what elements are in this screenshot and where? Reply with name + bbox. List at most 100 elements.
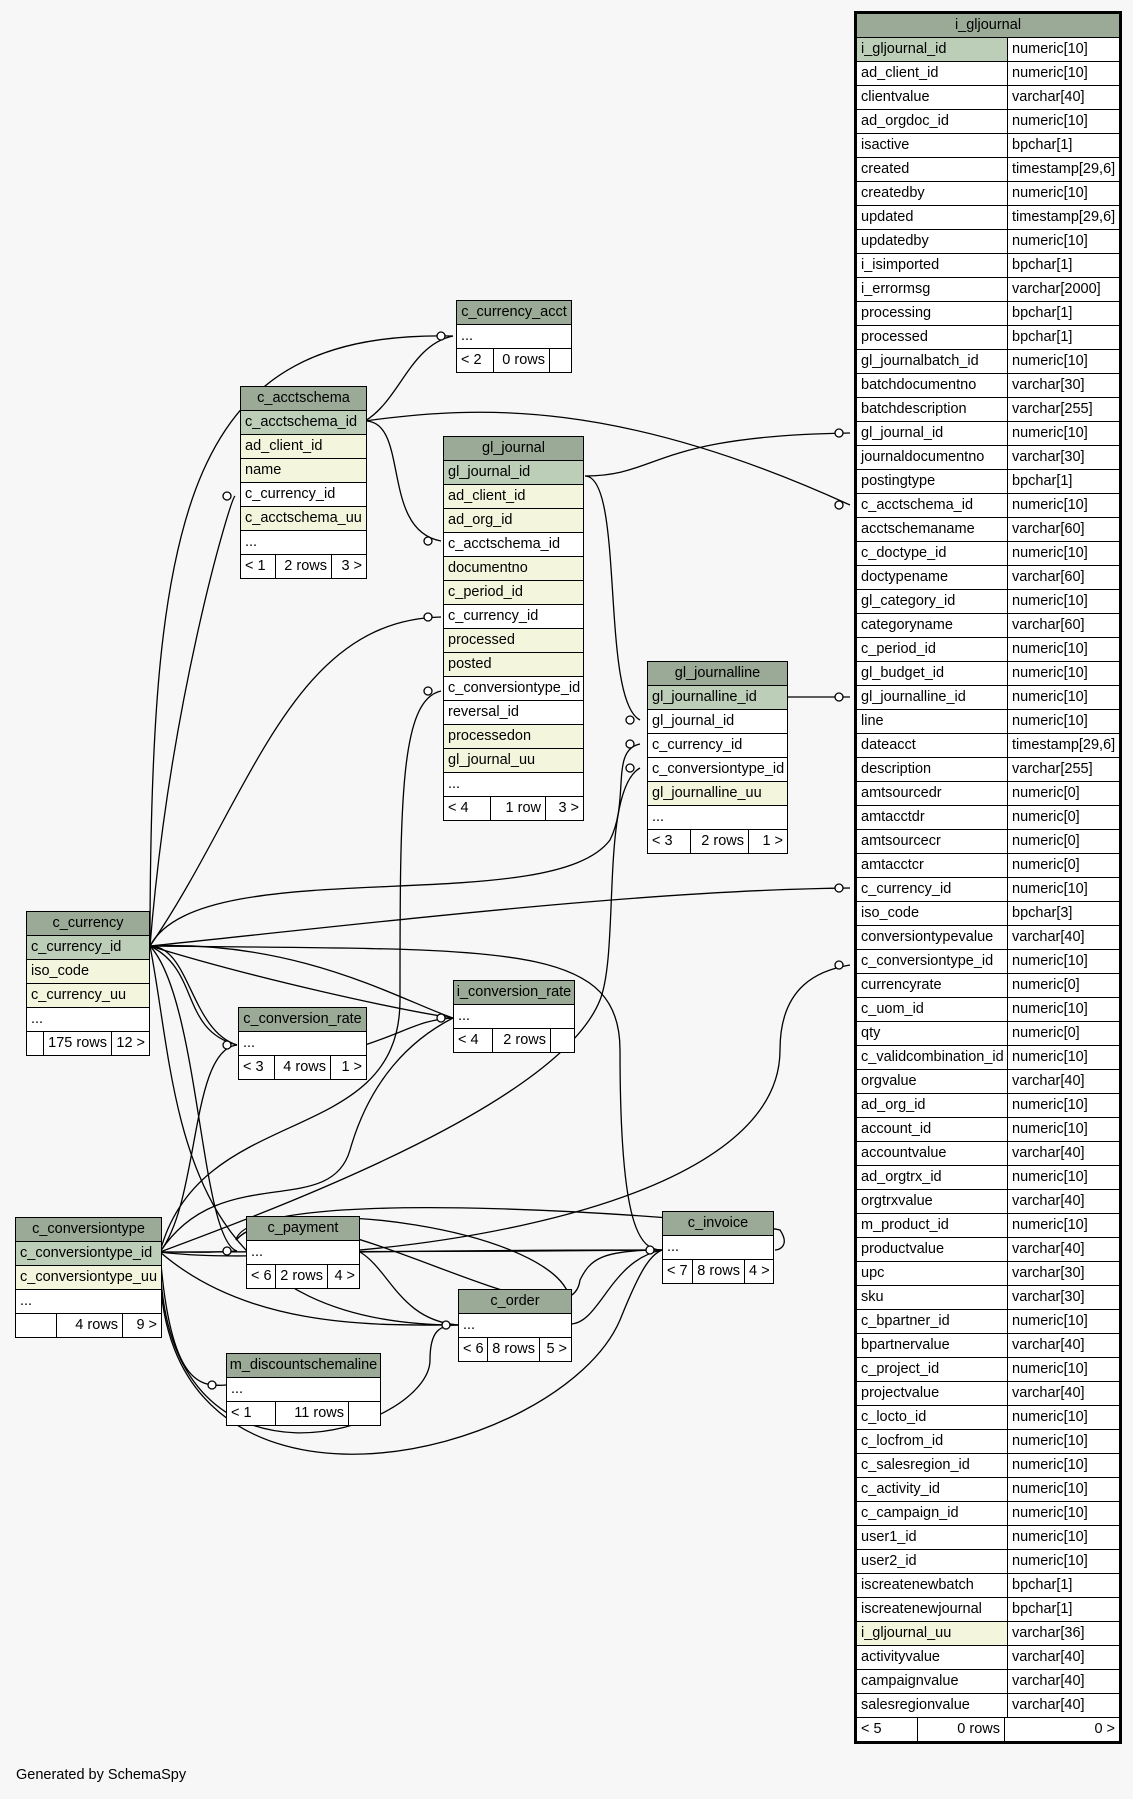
row-count[interactable]: 2 rows: [492, 1029, 550, 1052]
child-count[interactable]: 4 >: [327, 1265, 359, 1288]
table-title: gl_journal: [444, 437, 583, 461]
table-column-row: ...: [457, 325, 571, 349]
parent-count[interactable]: < 4: [448, 800, 469, 816]
column-type: timestamp[29,6]: [1007, 158, 1119, 181]
column-name: projectvalue: [861, 1385, 940, 1401]
parent-count[interactable]: < 3: [243, 1059, 264, 1075]
child-count[interactable]: [550, 1029, 574, 1052]
column-name: journaldocumentno: [861, 449, 985, 465]
relationship-line: [364, 420, 442, 542]
column-type: numeric[10]: [1007, 1478, 1119, 1501]
child-count[interactable]: 0 >: [1004, 1718, 1119, 1741]
child-count[interactable]: 5 >: [539, 1338, 571, 1361]
column-type: numeric[10]: [1007, 1094, 1119, 1117]
relation-optional-marker: [207, 1380, 217, 1390]
table-column-row: ...: [241, 531, 366, 555]
row-count[interactable]: 4 rows: [56, 1314, 122, 1337]
child-count[interactable]: 3 >: [545, 797, 583, 820]
table-title: c_acctschema: [241, 387, 366, 411]
column-name: c_validcombination_id: [861, 1049, 1004, 1065]
row-count[interactable]: 0 rows: [917, 1718, 1004, 1741]
parent-count[interactable]: < 4: [458, 1032, 479, 1048]
child-count[interactable]: 12 >: [111, 1032, 149, 1055]
table-title: c_currency_acct: [457, 301, 571, 325]
child-count[interactable]: 4 >: [744, 1260, 773, 1283]
child-count[interactable]: 3 >: [331, 555, 366, 578]
table-column-row: c_currency_uu: [27, 984, 149, 1008]
column-name: orgvalue: [861, 1073, 917, 1089]
table-column-row: reversal_id: [444, 701, 583, 725]
column-type: bpchar[3]: [1007, 902, 1119, 925]
column-type: numeric[0]: [1007, 1022, 1119, 1045]
column-name: updatedby: [861, 233, 929, 249]
parent-count[interactable]: < 6: [463, 1341, 484, 1357]
column-type: numeric[10]: [1007, 1046, 1119, 1069]
relationship-line: [149, 887, 851, 947]
column-type: numeric[10]: [1007, 1214, 1119, 1237]
row-count[interactable]: 2 rows: [275, 555, 331, 578]
parent-count[interactable]: < 7: [667, 1263, 688, 1279]
row-count[interactable]: 2 rows: [275, 1265, 327, 1288]
column-name: c_period_id: [448, 584, 523, 600]
row-count[interactable]: 11 rows: [275, 1402, 348, 1425]
relationship-line: [149, 945, 238, 1046]
row-count[interactable]: 0 rows: [493, 349, 549, 372]
column-name: ad_orgdoc_id: [861, 113, 949, 129]
table-title: i_conversion_rate: [454, 981, 574, 1005]
parent-count[interactable]: < 5: [861, 1721, 882, 1737]
column-type: numeric[10]: [1007, 1166, 1119, 1189]
column-name: m_product_id: [861, 1217, 949, 1233]
parent-count[interactable]: < 6: [251, 1268, 272, 1284]
column-name: clientvalue: [861, 89, 930, 105]
row-count[interactable]: 4 rows: [274, 1056, 330, 1079]
column-type: varchar[40]: [1007, 1646, 1119, 1669]
row-count[interactable]: 8 rows: [692, 1260, 744, 1283]
row-count[interactable]: 1 row: [490, 797, 545, 820]
table-column-row: processed: [444, 629, 583, 653]
parent-count[interactable]: [16, 1314, 56, 1337]
column-name: c_activity_id: [861, 1481, 940, 1497]
relation-optional-marker: [834, 960, 844, 970]
parent-count[interactable]: < 2: [461, 352, 482, 368]
column-type: numeric[10]: [1007, 110, 1119, 133]
column-name: gl_category_id: [861, 593, 956, 609]
row-count[interactable]: 175 rows: [43, 1032, 111, 1055]
column-name: isactive: [861, 137, 910, 153]
table-column-row: ...: [27, 1008, 149, 1032]
relation-optional-marker: [441, 1320, 451, 1330]
parent-count[interactable]: < 1: [245, 558, 266, 574]
row-count[interactable]: 2 rows: [690, 830, 748, 853]
column-name: account_id: [861, 1121, 932, 1137]
column-type: numeric[10]: [1007, 710, 1119, 733]
child-count[interactable]: 1 >: [330, 1056, 366, 1079]
parent-count[interactable]: < 1: [231, 1405, 252, 1421]
parent-count[interactable]: [27, 1032, 43, 1055]
child-count[interactable]: [549, 349, 571, 372]
column-name: orgtrxvalue: [861, 1193, 933, 1209]
child-count[interactable]: [348, 1402, 380, 1425]
child-count[interactable]: 9 >: [122, 1314, 161, 1337]
table-column-row: ...: [247, 1241, 359, 1265]
parent-count[interactable]: < 3: [652, 833, 673, 849]
child-count[interactable]: 1 >: [748, 830, 787, 853]
row-count[interactable]: 8 rows: [487, 1338, 539, 1361]
table-column-row: m_product_id numeric[10]: [857, 1214, 1119, 1238]
column-name: ...: [652, 809, 665, 825]
column-type: numeric[10]: [1007, 998, 1119, 1021]
